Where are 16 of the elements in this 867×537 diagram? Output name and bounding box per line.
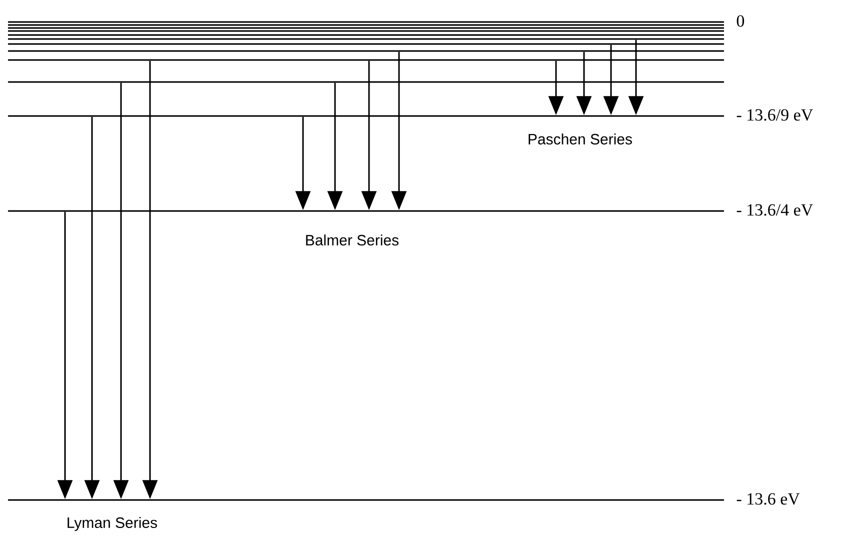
energy-level-line [8,59,724,61]
energy-label: - 13.6/9 eV [736,109,813,121]
energy-level-line [8,34,724,36]
energy-label: - 13.6/4 eV [736,204,813,216]
energy-level-line [8,27,724,29]
series-label: Lyman Series [68,517,157,531]
energy-level-line [8,38,724,40]
energy-level-line [8,43,724,45]
energy-level-line [8,50,724,52]
energy-level-line [8,81,724,83]
energy-level-line [8,24,724,26]
energy-label: - 13.6 eV [736,493,800,505]
energy-level-line [8,30,724,32]
energy-label: 0 [736,15,744,27]
series-label: Balmer Series [306,234,399,246]
series-label: Paschen Series [528,134,632,144]
